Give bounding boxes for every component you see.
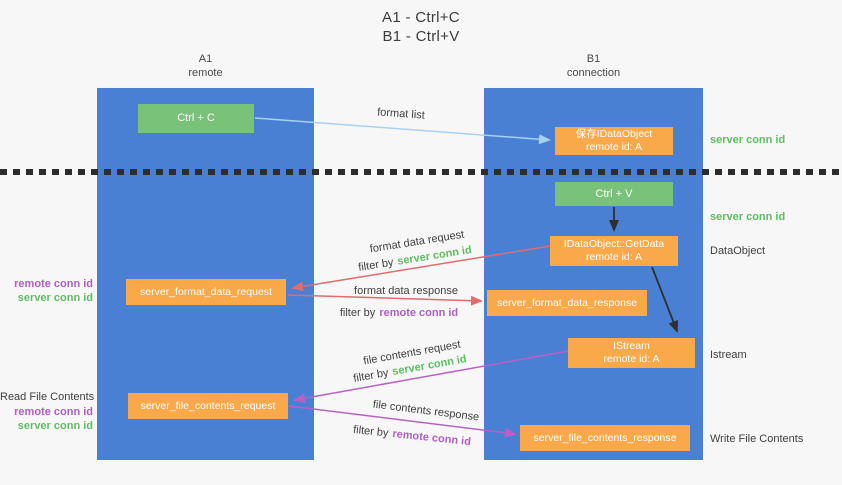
title-line-ctrl-v: B1 - Ctrl+V [382, 28, 460, 45]
istream-line1: IStream [613, 340, 650, 352]
file-contents-request-arrow [293, 350, 569, 404]
save-idataobject-node: 保存IDataObject remote id: A [555, 127, 673, 155]
save-idataobject-line1: 保存IDataObject [575, 128, 653, 140]
ctrl-v-node: Ctrl + V [555, 182, 673, 206]
column-header-a1: A1 remote [97, 52, 314, 80]
server-file-contents-request-node: server_file_contents_request [128, 393, 288, 419]
getdata-to-istream-arrow [651, 266, 679, 333]
write-file-contents-label: Write File Contents [710, 433, 804, 445]
format-request-label: server_format_data_request [140, 285, 272, 298]
diagram-title: A1 - Ctrl+C B1 - Ctrl+V [321, 8, 521, 46]
server-conn-id-side-label-mid: server conn id [710, 211, 786, 223]
istream-line2: remote id: A [603, 353, 660, 365]
session-divider-dotted-line [0, 169, 842, 175]
remote-conn-id-value: remote conn id [379, 307, 459, 319]
column-a1-role: remote [188, 67, 223, 79]
istream-side-label: Istream [710, 349, 747, 361]
idataobject-getdata-node: IDataObject::GetData remote id: A [550, 236, 678, 266]
column-header-b1: B1 connection [484, 52, 703, 80]
filter-by-prefix: filter by [339, 307, 376, 319]
server-format-data-request-node: server_format_data_request [126, 279, 286, 305]
format-data-response-label: format data response [354, 285, 458, 297]
format-data-response-arrow [287, 294, 483, 306]
remote-conn-id-side-label-top: remote conn id [14, 278, 93, 290]
server-conn-id-side-label-left-bottom: server conn id [17, 420, 93, 432]
filter-by-prefix: filter by [352, 423, 390, 440]
format-data-request-arrow [291, 245, 551, 292]
column-b1-name: B1 [586, 53, 601, 65]
getdata-line2: remote id: A [585, 251, 643, 263]
file-response-label: server_file_contents_response [533, 431, 677, 444]
server-conn-id-side-label-top: server conn id [710, 134, 786, 146]
format-list-arrow [254, 117, 551, 145]
getdata-line1: IDataObject::GetData [563, 238, 665, 250]
istream-node: IStream remote id: A [568, 338, 695, 368]
column-a1-name: A1 [198, 53, 213, 65]
save-idataobject-line2: remote id: A [585, 141, 643, 153]
server-format-data-response-node: server_format_data_response [487, 290, 647, 316]
title-line-ctrl-c: A1 - Ctrl+C [382, 9, 460, 26]
server-conn-id-side-label-left-top: server conn id [17, 292, 93, 304]
ctrl-c-node: Ctrl + C [138, 104, 254, 133]
read-file-contents-label: Read File Contents [0, 391, 95, 403]
format-response-label: server_format_data_response [496, 296, 638, 309]
ctrl-c-label: Ctrl + C [177, 112, 215, 124]
dataobject-side-label: DataObject [710, 245, 766, 257]
column-b1-role: connection [566, 67, 621, 79]
file-request-label: server_file_contents_request [140, 399, 276, 412]
ctrl-v-label: Ctrl + V [595, 187, 633, 200]
file-contents-response-arrow [288, 405, 517, 438]
server-file-contents-response-node: server_file_contents_response [520, 425, 690, 451]
remote-conn-id-side-label-bottom: remote conn id [14, 406, 93, 418]
